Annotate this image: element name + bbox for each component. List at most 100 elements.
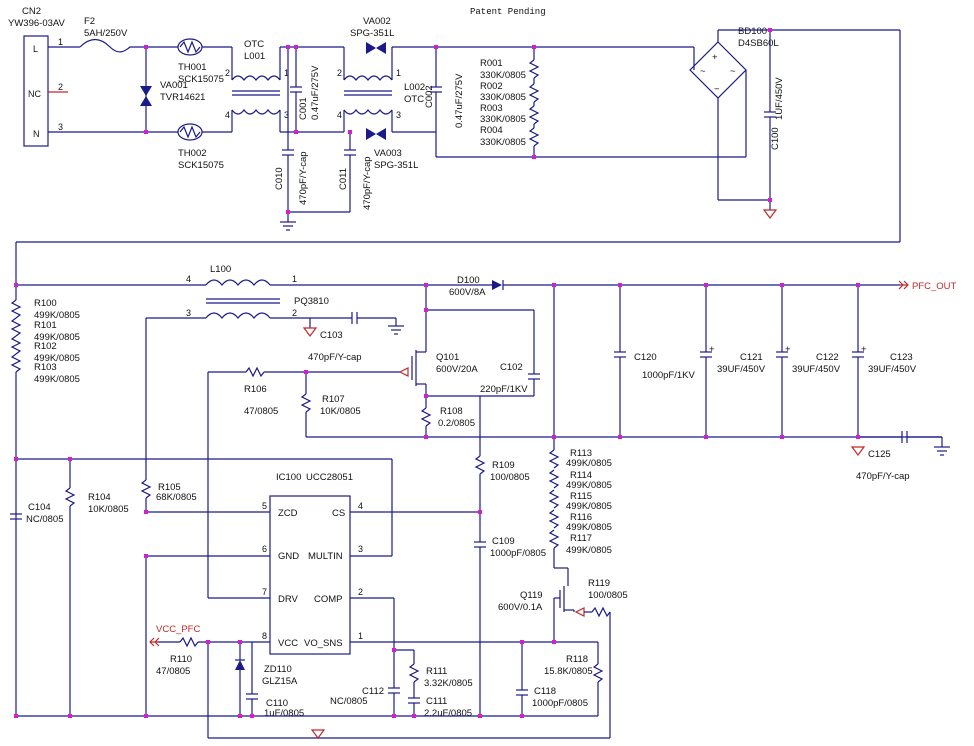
ic-pin-vosns: VO_SNS	[304, 638, 343, 649]
c103-ref: C103	[320, 330, 343, 341]
ic-pin-num-6: 6	[262, 544, 267, 554]
c111-ref: C111	[426, 696, 447, 707]
l002-type: OTC	[404, 94, 424, 105]
c002-value: 0.47uF/275V	[454, 73, 465, 128]
bd100-plus: +	[712, 52, 718, 63]
l001-pin-1: 1	[284, 68, 289, 78]
res-r109: R109 100/0805	[474, 396, 530, 542]
r116-value: 499K/0805	[566, 522, 612, 533]
d100-ref: D100	[457, 275, 480, 286]
choke-l002: L002 OTC 2 4 1 3	[337, 47, 425, 132]
q119-ref: Q119	[520, 590, 543, 601]
cn2-pin-num-2: 2	[58, 82, 63, 92]
l100-pin-2: 2	[292, 308, 297, 318]
ic-ref: IC100	[276, 472, 301, 483]
va002-ref: VA002	[363, 16, 391, 27]
r107-ref: R107	[322, 394, 345, 405]
cn2-part: YW396-03AV	[8, 18, 66, 29]
net-vcc-pfc: VCC_PFC	[149, 624, 200, 647]
c002-ref: C002	[424, 85, 435, 108]
l001-ref: L001	[244, 51, 265, 62]
c118-ref: C118	[534, 686, 556, 697]
c001-value: 0.47uF/275V	[310, 65, 321, 120]
res-r105: R105 68K/0805	[140, 479, 270, 513]
c123-plus: +	[861, 344, 867, 355]
r111-ref: R111	[426, 666, 447, 677]
r002-value: 330K/0805	[480, 92, 526, 103]
va003-value: SPG-351L	[374, 160, 418, 171]
c103-value: 470pF/Y-cap	[308, 352, 362, 363]
r111-value: 3.32K/0805	[424, 678, 473, 689]
r100-value: 499K/0805	[34, 310, 80, 321]
bd100-ac: ~	[730, 66, 736, 77]
c102-value: 220pF/1KV	[480, 384, 528, 395]
l002-ref: L002	[404, 82, 425, 93]
r115-value: 499K/0805	[566, 501, 612, 512]
r102-ref: R102	[34, 341, 57, 352]
c125-ref: C125	[868, 449, 891, 460]
vcc-pfc-label: VCC_PFC	[156, 624, 200, 635]
r105-value: 68K/0805	[156, 492, 197, 503]
r101-ref: R101	[34, 320, 57, 331]
varistor-va001: VA001 TVR14621	[140, 47, 205, 132]
c011-value: 470pF/Y-cap	[362, 156, 373, 210]
mosfet-q101: Q101 600V/20A	[398, 285, 534, 400]
l100-part: PQ3810	[294, 296, 329, 307]
c121-value: 39UF/450V	[717, 364, 766, 375]
va001-value: TVR14621	[160, 92, 205, 103]
ic-pin-comp: COMP	[314, 594, 343, 605]
r119-value: 100/0805	[588, 590, 628, 601]
r114-value: 499K/0805	[566, 480, 612, 491]
c111-value: 2.2uF/0805	[424, 708, 472, 719]
res-r104: R104 10K/0805	[64, 459, 129, 716]
cn2-pin-n: N	[33, 129, 40, 139]
cap-c002: C002 0.47uF/275V	[424, 47, 465, 157]
junctions	[14, 28, 860, 718]
r109-ref: R109	[492, 460, 515, 471]
c011-ref: C011	[338, 168, 349, 190]
r116-ref: R116	[570, 512, 592, 523]
va001-ref: VA001	[160, 80, 188, 91]
r105-ref: R105	[158, 482, 181, 493]
r108-value: 0.2/0805	[438, 418, 475, 429]
r107-value: 10K/0805	[320, 406, 361, 417]
cap-c121: + C121 39UF/450V	[700, 285, 766, 437]
bd100-value: D4SB60L	[738, 38, 779, 49]
r004-ref: R004	[480, 125, 503, 136]
cap-c112: C112 NC/0805	[330, 650, 400, 716]
cap-c120: C120 1000pF/1KV	[614, 285, 695, 437]
cap-c103: C103 470pF/Y-cap	[300, 312, 404, 363]
c121-plus: +	[709, 344, 715, 355]
ic-pin-multin: MULTIN	[308, 551, 343, 562]
l100-ref: L100	[210, 264, 231, 275]
r115-ref: R115	[570, 491, 592, 502]
cap-c104: C104 NC/0805	[10, 502, 64, 525]
l001-pin-4: 4	[225, 110, 230, 120]
bd100-ac2: ~	[700, 66, 706, 77]
connector-cn2: CN2 YW396-03AV L NC N 1 2 3	[8, 6, 146, 147]
zd110-value: GLZ15A	[262, 676, 298, 687]
cap-c123: + C123 39UF/450V	[852, 285, 917, 437]
res-r119: R119 100/0805	[574, 578, 628, 738]
diode-d100: D100 600V/8A	[449, 275, 900, 298]
patent-note: Patent Pending	[470, 7, 546, 17]
bd100-ref: BD100	[738, 26, 767, 37]
ic-pin-num-7: 7	[262, 587, 267, 597]
r100-ref: R100	[34, 298, 57, 309]
c122-ref: C122	[816, 352, 839, 363]
l002-pin-1: 1	[396, 68, 401, 78]
r117-ref: R117	[570, 533, 592, 544]
r106-ref: R106	[244, 384, 267, 395]
cn2-ref: CN2	[22, 6, 41, 17]
r118-ref: R118	[566, 654, 588, 665]
zener-zd110: ZD110 GLZ15A	[235, 642, 298, 716]
c100-value: 1UF/450V	[774, 77, 785, 120]
c102-ref: C102	[500, 362, 523, 373]
c112-ref: C112	[362, 686, 384, 697]
c120-value: 1000pF/1KV	[642, 370, 695, 381]
c110-ref: C110	[266, 698, 288, 709]
l001-type: OTC	[244, 39, 264, 50]
cn2-pin-l: L	[33, 44, 38, 54]
ic-pin-cs: CS	[332, 508, 345, 519]
c123-ref: C123	[890, 352, 913, 363]
